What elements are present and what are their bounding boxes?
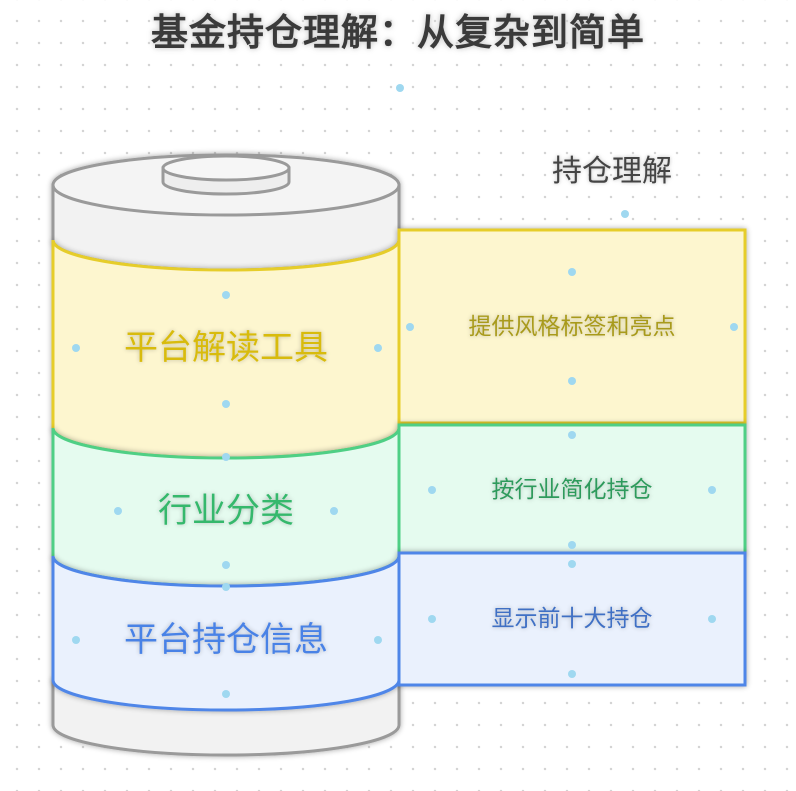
diagram-subtitle: 持仓理解 [552, 154, 672, 189]
layer-platform-tools [51, 228, 747, 460]
decorative-dots [72, 84, 738, 698]
layer-label-platform-holdings: 平台持仓信息 [124, 620, 328, 660]
layer-industry-classification [51, 423, 747, 588]
note-box [397, 551, 747, 687]
note-label-top-ten-holdings: 显示前十大持仓 [492, 606, 653, 632]
page-title: 基金持仓理解：从复杂到简单 [151, 11, 645, 54]
note-box [397, 228, 747, 425]
note-box [397, 423, 747, 555]
note-label-style-tags: 提供风格标签和亮点 [469, 314, 676, 340]
cylinder-knob-top [161, 154, 291, 182]
layer-label-industry-classification: 行业分类 [158, 491, 294, 531]
layer-label-platform-tools: 平台解读工具 [124, 328, 328, 368]
note-label-simplify-by-industry: 按行业简化持仓 [492, 477, 653, 503]
layer-platform-holdings [51, 551, 747, 712]
